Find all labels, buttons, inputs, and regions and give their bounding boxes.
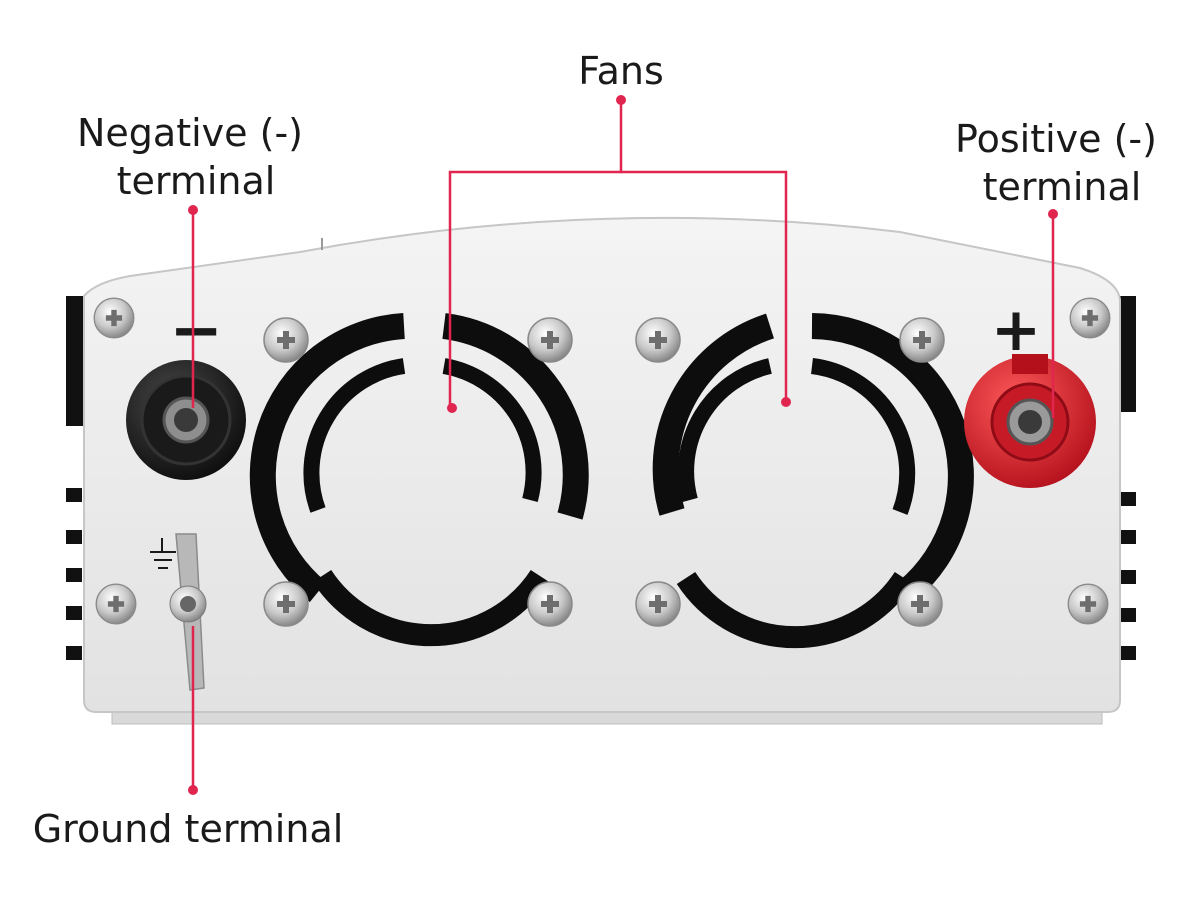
positive-label-line1: Positive (-) [955,117,1157,161]
positive-label-line2: terminal [983,165,1142,209]
negative-label-line2: terminal [117,159,276,203]
negative-label-line1: Negative (-) [77,111,303,155]
negative-terminal [126,360,246,480]
ground-label: Ground terminal [33,807,344,851]
callout-lines [191,100,1055,790]
ground-terminal [169,533,207,691]
ground-icon [150,538,176,569]
right-rail [1118,296,1136,660]
fan-vent-right [652,313,974,649]
positive-terminal [964,354,1096,488]
fans-label: Fans [578,49,664,93]
plus-symbol: + [991,295,1041,365]
left-rail [66,296,84,660]
callout-dots [188,95,1058,795]
minus-symbol: − [169,294,223,368]
fan-vent-left [249,313,589,647]
